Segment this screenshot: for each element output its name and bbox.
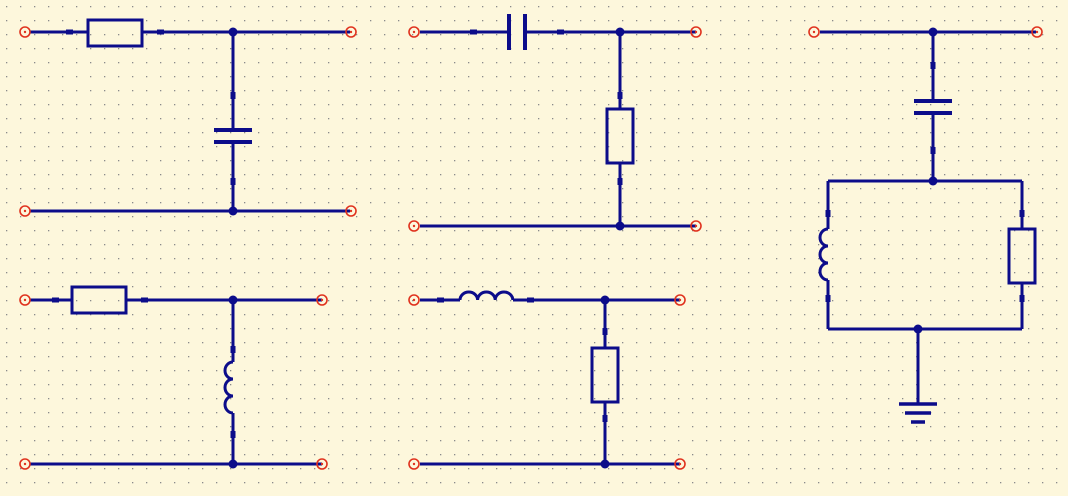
junction-dot bbox=[928, 176, 938, 186]
junction-dot bbox=[228, 206, 238, 216]
terminal-dot bbox=[23, 30, 27, 34]
terminal-dot bbox=[23, 209, 27, 213]
terminal[interactable] bbox=[316, 294, 328, 306]
terminal-dot bbox=[23, 298, 27, 302]
circuit-rc-lowpass bbox=[30, 18, 350, 216]
circuit-lr-lowpass bbox=[420, 290, 680, 469]
terminal-dot bbox=[349, 30, 353, 34]
terminal[interactable] bbox=[408, 220, 420, 232]
terminal[interactable] bbox=[674, 458, 686, 470]
terminal-dot bbox=[694, 224, 698, 228]
terminal[interactable] bbox=[1031, 26, 1043, 38]
terminals-circuit-4 bbox=[408, 294, 686, 470]
terminal-dot bbox=[678, 298, 682, 302]
terminals-circuit-3 bbox=[19, 294, 328, 470]
terminal-dot bbox=[678, 462, 682, 466]
terminal-dot bbox=[349, 209, 353, 213]
circuit-cr-highpass bbox=[420, 14, 696, 231]
pin-marks bbox=[66, 29, 236, 185]
junction-dot bbox=[228, 295, 238, 305]
capacitor[interactable] bbox=[507, 14, 527, 50]
inductor[interactable] bbox=[818, 227, 829, 282]
junction-dot bbox=[615, 27, 625, 37]
terminal-dot bbox=[412, 30, 416, 34]
junction-dot bbox=[600, 295, 610, 305]
terminal-dot bbox=[23, 462, 27, 466]
inductor[interactable] bbox=[223, 360, 234, 415]
circuit-c-parallel-lr-to-ground bbox=[818, 27, 1037, 424]
terminal[interactable] bbox=[19, 26, 31, 38]
inductor[interactable] bbox=[458, 290, 515, 301]
terminal[interactable] bbox=[345, 205, 357, 217]
terminal-dot bbox=[812, 30, 816, 34]
junction-dot bbox=[615, 221, 625, 231]
terminal[interactable] bbox=[408, 294, 420, 306]
terminals-circuit-1 bbox=[19, 26, 357, 217]
circuit-rl-highpass bbox=[30, 285, 322, 469]
terminal-dot bbox=[412, 298, 416, 302]
pin-marks bbox=[470, 29, 623, 185]
terminal-dot bbox=[412, 462, 416, 466]
terminals-circuit-2 bbox=[408, 26, 702, 232]
resistor[interactable] bbox=[86, 18, 144, 48]
terminal[interactable] bbox=[808, 26, 820, 38]
resistor[interactable] bbox=[70, 285, 128, 315]
junction-dot bbox=[913, 324, 923, 334]
terminal[interactable] bbox=[408, 26, 420, 38]
junction-dot bbox=[228, 459, 238, 469]
terminal[interactable] bbox=[19, 294, 31, 306]
terminal[interactable] bbox=[690, 26, 702, 38]
junction-dot bbox=[228, 27, 238, 37]
terminals-circuit-5 bbox=[808, 26, 1043, 38]
ground-symbol[interactable] bbox=[899, 402, 937, 424]
terminal[interactable] bbox=[674, 294, 686, 306]
terminal-dot bbox=[320, 462, 324, 466]
junction-dot bbox=[600, 459, 610, 469]
terminal-dot bbox=[412, 224, 416, 228]
terminal[interactable] bbox=[345, 26, 357, 38]
terminal[interactable] bbox=[690, 220, 702, 232]
pin-marks bbox=[825, 62, 1025, 302]
terminal[interactable] bbox=[19, 205, 31, 217]
pin-marks bbox=[52, 297, 236, 438]
terminal[interactable] bbox=[19, 458, 31, 470]
terminal-dot bbox=[1035, 30, 1039, 34]
terminal-dot bbox=[320, 298, 324, 302]
terminal[interactable] bbox=[316, 458, 328, 470]
pin-marks bbox=[437, 297, 608, 422]
junction-dot bbox=[928, 27, 938, 37]
terminal[interactable] bbox=[408, 458, 420, 470]
terminal-dot bbox=[694, 30, 698, 34]
